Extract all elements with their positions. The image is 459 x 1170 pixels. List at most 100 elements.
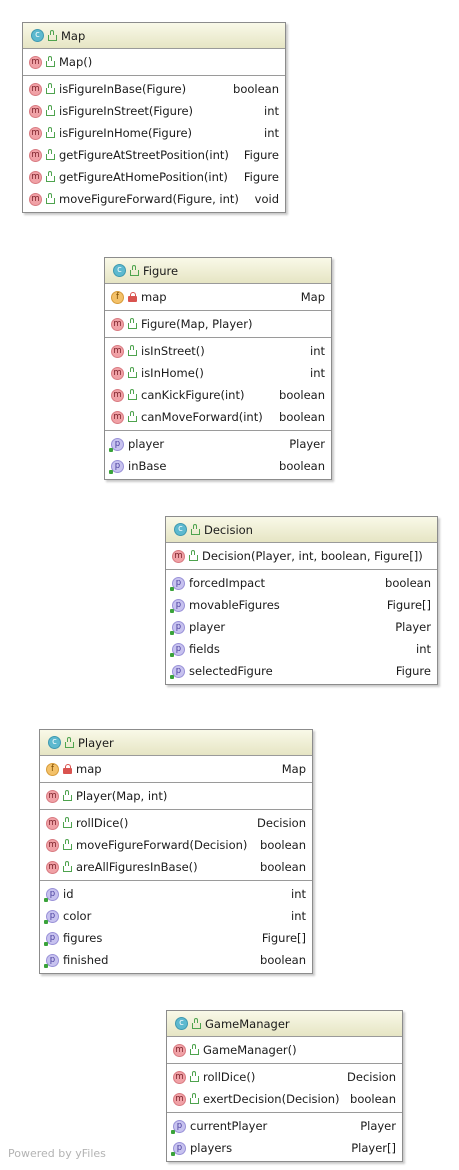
property-icon: p — [109, 459, 124, 474]
property-row[interactable]: p figures Figure[] — [40, 927, 312, 949]
property-row[interactable]: p players Player[] — [167, 1137, 402, 1159]
class-header: c Map — [23, 23, 285, 49]
methods-section: m isInStreet() int m isInHome() int m ca… — [105, 338, 331, 431]
constructor-row[interactable]: m Player(Map, int) — [40, 785, 312, 807]
method-row[interactable]: m getFigureAtStreetPosition(int) Figure — [23, 144, 285, 166]
member-type: boolean — [279, 388, 325, 402]
constructors-section: m Decision(Player, int, boolean, Figure[… — [166, 543, 437, 570]
method-row[interactable]: m moveFigureForward(Decision) boolean — [40, 834, 312, 856]
member-name: currentPlayer — [190, 1119, 268, 1133]
property-icon: p — [170, 664, 185, 679]
fields-section: f map Map — [40, 756, 312, 783]
property-icon: p — [44, 909, 59, 924]
class-box-decision[interactable]: c Decision m Decision(Player, int, boole… — [165, 516, 438, 685]
constructor-row[interactable]: m Decision(Player, int, boolean, Figure[… — [166, 545, 437, 567]
method-row[interactable]: m getFigureAtHomePosition(int) Figure — [23, 166, 285, 188]
property-row[interactable]: p inBase boolean — [105, 455, 331, 477]
method-row[interactable]: m rollDice() Decision — [167, 1066, 402, 1088]
field-row[interactable]: f map Map — [40, 758, 312, 780]
method-row[interactable]: m areAllFiguresInBase() boolean — [40, 856, 312, 878]
property-icon: p — [170, 598, 185, 613]
properties-section: p currentPlayer Player p players Player[… — [167, 1113, 402, 1161]
public-visibility-icon — [128, 367, 137, 378]
property-icon: p — [44, 931, 59, 946]
member-type: Player — [289, 437, 325, 451]
public-visibility-icon — [63, 790, 72, 801]
class-name: Player — [78, 735, 114, 750]
field-row[interactable]: f map Map — [105, 286, 331, 308]
class-box-figure[interactable]: c Figure f map Map m Figure(Map, Player)… — [104, 257, 332, 480]
class-name: Decision — [204, 522, 253, 537]
method-icon: m — [29, 104, 42, 118]
member-type: Figure[] — [261, 931, 306, 945]
property-row[interactable]: p player Player — [105, 433, 331, 455]
public-visibility-icon — [190, 1071, 199, 1082]
member-name: getFigureAtStreetPosition(int) — [59, 148, 229, 162]
method-row[interactable]: m rollDice() Decision — [40, 812, 312, 834]
method-row[interactable]: m isFigureInBase(Figure) boolean — [23, 78, 285, 100]
class-icon: c — [113, 264, 126, 277]
method-row[interactable]: m exertDecision(Decision) boolean — [167, 1088, 402, 1110]
property-row[interactable]: p player Player — [166, 616, 437, 638]
method-row[interactable]: m isInHome() int — [105, 362, 331, 384]
public-visibility-icon — [189, 550, 198, 561]
public-visibility-icon — [46, 105, 55, 116]
member-type: Figure — [395, 664, 431, 678]
member-name: id — [63, 887, 74, 901]
method-row[interactable]: m isInStreet() int — [105, 340, 331, 362]
class-box-gamemanager[interactable]: c GameManager m GameManager() m rollDice… — [166, 1010, 403, 1162]
member-type: boolean — [260, 860, 306, 874]
property-icon: p — [109, 437, 124, 452]
class-header: c Player — [40, 730, 312, 756]
property-icon: p — [44, 953, 59, 968]
method-row[interactable]: m canMoveForward(int) boolean — [105, 406, 331, 428]
class-box-map[interactable]: c Map m Map() m isFigureInBase(Figure) b… — [22, 22, 286, 213]
member-name: rollDice() — [76, 816, 129, 830]
property-icon: p — [44, 887, 59, 902]
constructor-row[interactable]: m GameManager() — [167, 1039, 402, 1061]
member-type: Figure — [243, 148, 279, 162]
methods-section: m rollDice() Decision m exertDecision(De… — [167, 1064, 402, 1113]
method-row[interactable]: m isFigureInStreet(Figure) int — [23, 100, 285, 122]
method-icon: m — [111, 317, 124, 331]
constructor-row[interactable]: m Map() — [23, 51, 285, 73]
fields-section: f map Map — [105, 284, 331, 311]
public-visibility-icon — [130, 264, 139, 276]
method-icon: m — [46, 838, 59, 852]
member-name: Player(Map, int) — [76, 789, 168, 803]
member-type: Player — [360, 1119, 396, 1133]
method-icon: m — [111, 366, 124, 380]
public-visibility-icon — [65, 736, 74, 748]
public-visibility-icon — [48, 29, 57, 41]
constructors-section: m Player(Map, int) — [40, 783, 312, 810]
member-name: inBase — [128, 459, 167, 473]
property-row[interactable]: p color int — [40, 905, 312, 927]
method-icon: m — [29, 192, 42, 206]
constructors-section: m GameManager() — [167, 1037, 402, 1064]
member-type: int — [291, 909, 306, 923]
method-row[interactable]: m moveFigureForward(Figure, int) void — [23, 188, 285, 210]
member-name: isFigureInHome(Figure) — [59, 126, 193, 140]
member-type: int — [416, 642, 431, 656]
member-type: boolean — [279, 459, 325, 473]
member-name: exertDecision(Decision) — [203, 1092, 340, 1106]
property-row[interactable]: p id int — [40, 883, 312, 905]
property-row[interactable]: p fields int — [166, 638, 437, 660]
member-name: player — [189, 620, 226, 634]
class-box-player[interactable]: c Player f map Map m Player(Map, int) m … — [39, 729, 313, 974]
constructor-row[interactable]: m Figure(Map, Player) — [105, 313, 331, 335]
property-row[interactable]: p movableFigures Figure[] — [166, 594, 437, 616]
method-row[interactable]: m isFigureInHome(Figure) int — [23, 122, 285, 144]
member-type: Figure — [243, 170, 279, 184]
property-row[interactable]: p currentPlayer Player — [167, 1115, 402, 1137]
public-visibility-icon — [46, 193, 55, 204]
property-row[interactable]: p forcedImpact boolean — [166, 572, 437, 594]
powered-by-footer: Powered by yFiles — [8, 1147, 106, 1160]
member-type: boolean — [260, 838, 306, 852]
property-row[interactable]: p selectedFigure Figure — [166, 660, 437, 682]
method-row[interactable]: m canKickFigure(int) boolean — [105, 384, 331, 406]
member-name: finished — [63, 953, 109, 967]
property-row[interactable]: p finished boolean — [40, 949, 312, 971]
member-type: Player — [395, 620, 431, 634]
public-visibility-icon — [46, 171, 55, 182]
